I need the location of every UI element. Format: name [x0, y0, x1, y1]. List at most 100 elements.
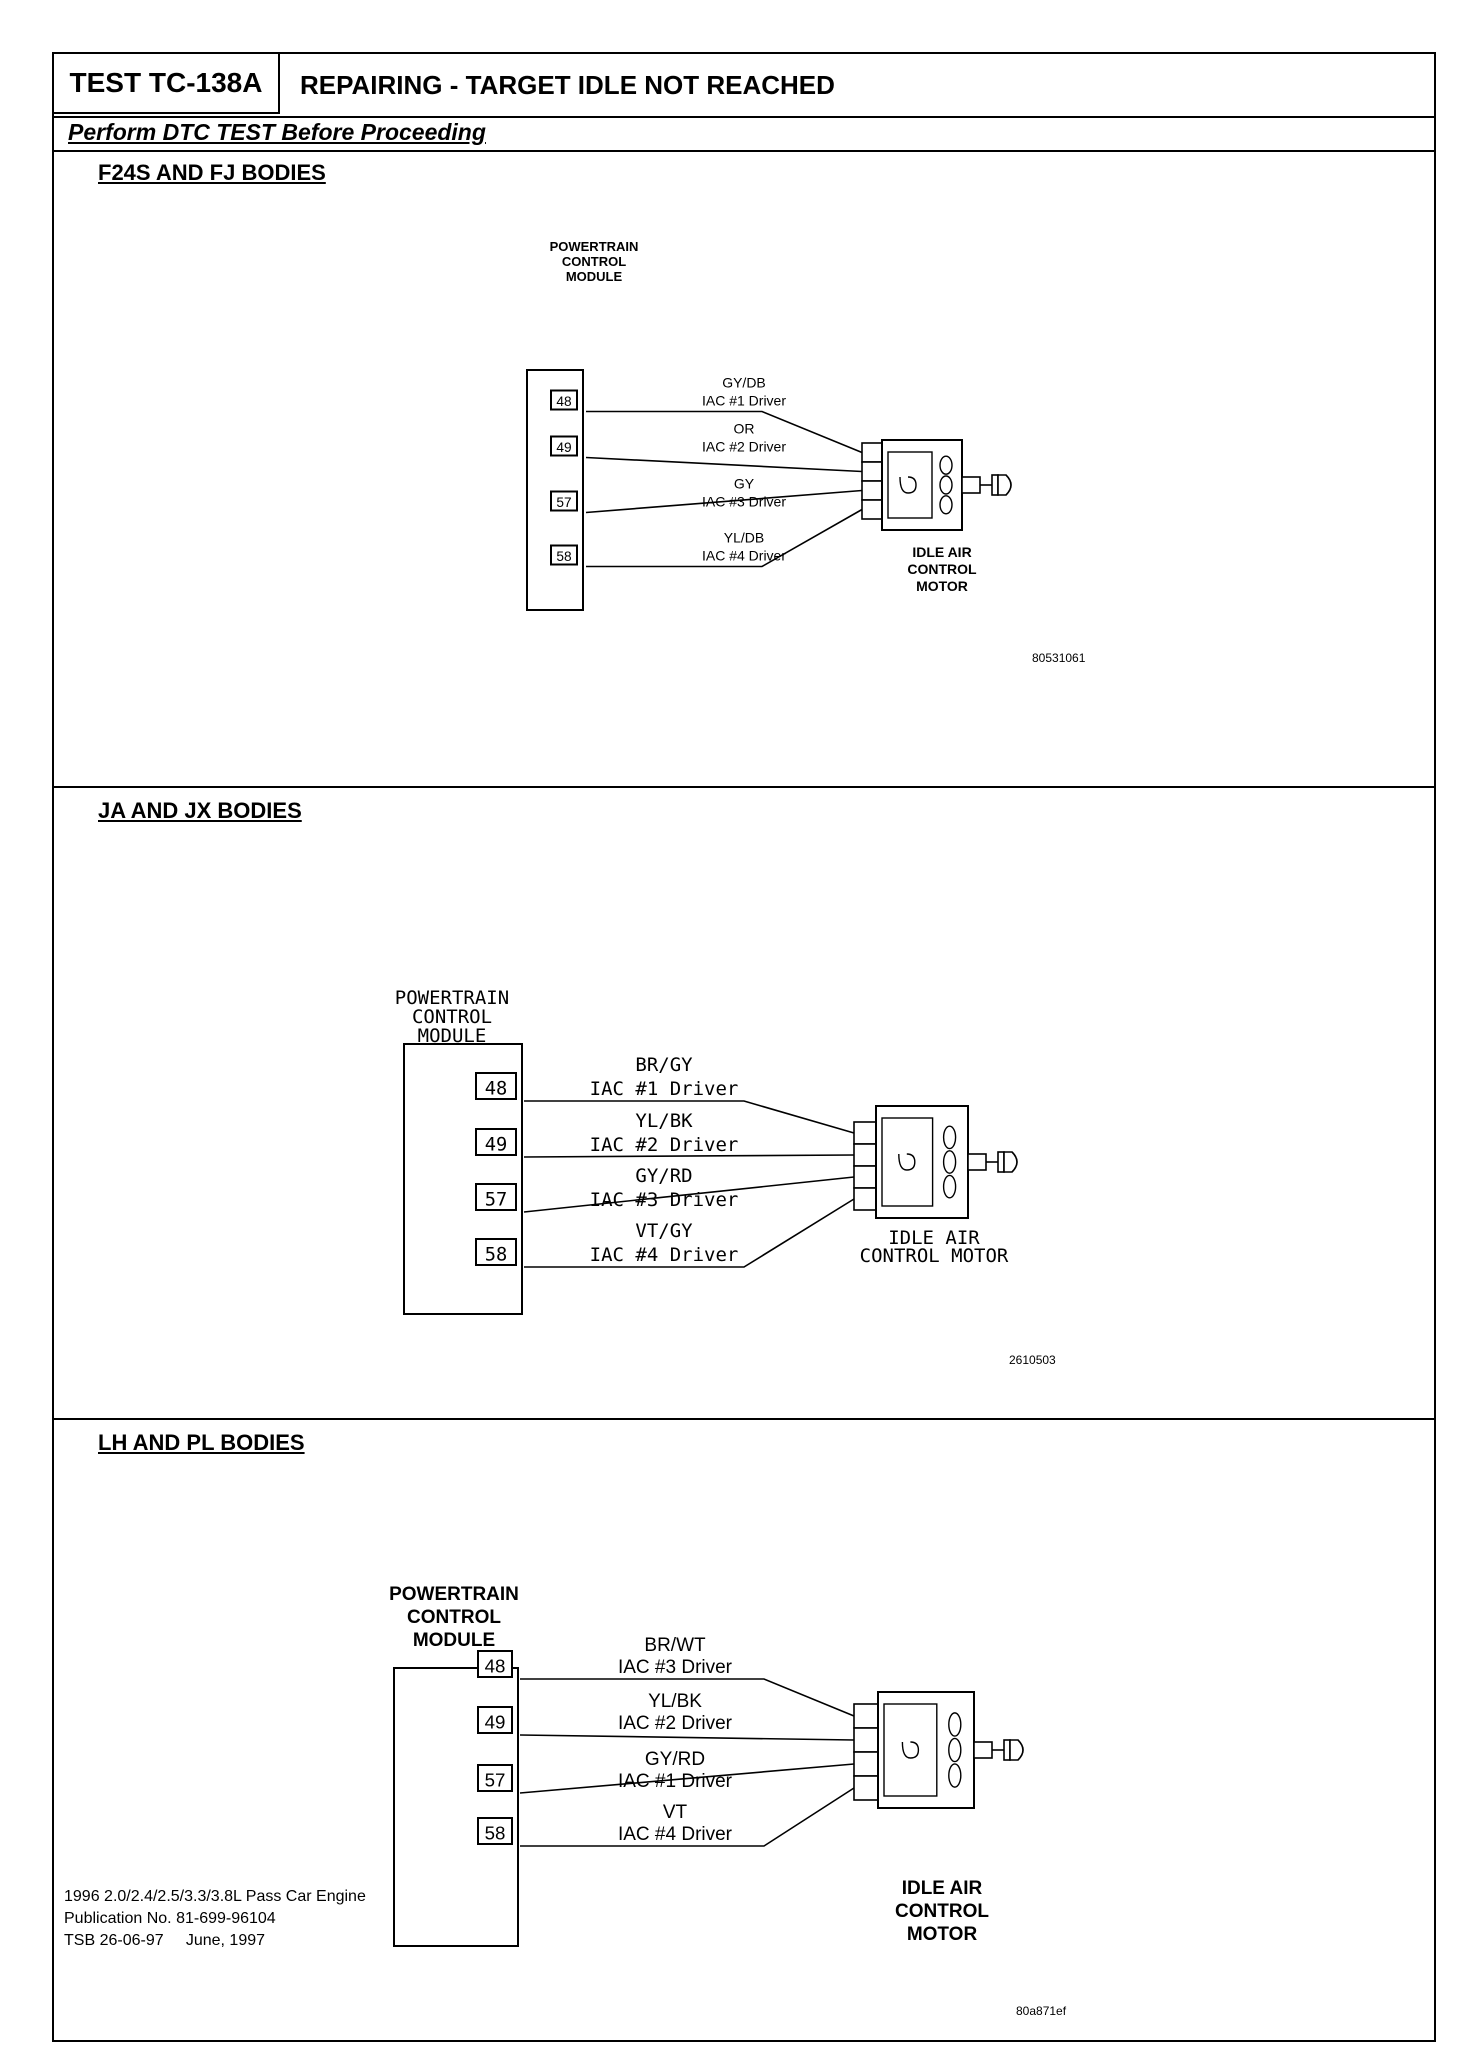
pintle-flange: [991, 474, 999, 496]
connector-cavity: [853, 1703, 879, 1729]
wire: [520, 1787, 855, 1847]
subheader: Perform DTC TEST Before Proceeding: [54, 116, 1434, 152]
motor-inner: [887, 451, 933, 519]
connector-cavity: [861, 499, 883, 520]
wire-color-label: GY/RD: [635, 1165, 692, 1187]
connector-cavity: [853, 1187, 877, 1211]
connector-cavity: [853, 1165, 877, 1189]
spring-icon: [948, 1712, 962, 1737]
pin-box: [477, 1764, 513, 1792]
pin-number: 58: [485, 1244, 508, 1265]
wire-color-label: GY/RD: [645, 1749, 705, 1770]
page-frame: TEST TC-138A REPAIRING - TARGET IDLE NOT…: [52, 52, 1436, 2042]
spring-icon: [939, 455, 953, 475]
coil-icon: [899, 476, 917, 494]
spring-icon: [942, 1125, 957, 1150]
wire: [523, 1176, 855, 1213]
footer-line: 1996 2.0/2.4/2.5/3.3/3.8L Pass Car Engin…: [64, 1888, 366, 1905]
wire-function-label: IAC #1 Driver: [702, 393, 786, 409]
wire-color-label: YL/BK: [635, 1110, 693, 1132]
coil-icon: [901, 1741, 920, 1759]
motor-label: IDLE AIR: [912, 544, 971, 560]
connector-cavity: [853, 1143, 877, 1167]
section-title: JA AND JX BODIES: [98, 798, 302, 823]
wire-function-label: IAC #2 Driver: [590, 1134, 739, 1156]
pcm-label: POWERTRAIN: [389, 1584, 519, 1605]
motor-label: IDLE AIR: [902, 1878, 983, 1899]
wire-function-label: IAC #4 Driver: [590, 1244, 739, 1266]
wire: [523, 1154, 855, 1158]
connector-cavity: [861, 480, 883, 501]
pin-box: [475, 1183, 517, 1211]
coil-icon: [898, 1153, 916, 1171]
motor-label: MOTOR: [907, 1924, 978, 1945]
publication-footer: 1996 2.0/2.4/2.5/3.3/3.8L Pass Car Engin…: [64, 1886, 366, 1952]
pin-number: 48: [485, 1078, 508, 1099]
pcm-label: CONTROL: [562, 254, 626, 269]
pcm-label: MODULE: [566, 269, 623, 284]
pin-box: [477, 1817, 513, 1845]
pin-box: [475, 1072, 517, 1100]
pcm-label: POWERTRAIN: [550, 239, 639, 254]
pcm-box: [403, 1043, 523, 1315]
wire-function-label: IAC #2 Driver: [618, 1713, 733, 1734]
wire: [586, 410, 863, 454]
footer-line: TSB 26-06-97 June, 1997: [64, 1932, 266, 1949]
spring-icon: [942, 1174, 957, 1199]
section-title: F24S AND FJ BODIES: [98, 160, 326, 185]
pin-number: 49: [556, 440, 571, 455]
wire-function-label: IAC #4 Driver: [618, 1824, 733, 1845]
motor-body: [881, 439, 963, 531]
pin-number: 57: [485, 1769, 506, 1790]
motor-inner: [883, 1703, 938, 1797]
pin-number: 57: [485, 1189, 508, 1210]
pin-number: 58: [485, 1822, 506, 1843]
motor-shaft: [961, 476, 981, 494]
motor-shaft: [967, 1153, 987, 1171]
spring-icon: [942, 1150, 957, 1174]
pin-box: [475, 1128, 517, 1156]
spring-icon: [948, 1763, 962, 1788]
wire-function-label: IAC #3 Driver: [618, 1657, 733, 1678]
connector-cavity: [861, 442, 883, 463]
wire-color-label: VT/GY: [635, 1220, 693, 1242]
motor-label: CONTROL MOTOR: [860, 1245, 1009, 1267]
wire-color-label: GY: [734, 476, 755, 492]
pcm-label: CONTROL: [407, 1607, 501, 1628]
pin-box: [475, 1238, 517, 1266]
pintle-flange: [1003, 1739, 1011, 1761]
pin-number: 57: [556, 495, 571, 510]
pcm-label: CONTROL: [412, 1006, 492, 1028]
wire-function-label: IAC #3 Driver: [590, 1189, 739, 1211]
wire-color-label: OR: [734, 421, 755, 437]
wire: [586, 508, 863, 568]
pin-number: 48: [556, 394, 572, 409]
connector-cavity: [853, 1751, 879, 1777]
pin-number: 58: [556, 549, 572, 564]
wire: [520, 1678, 855, 1717]
wire-color-label: BR/GY: [635, 1054, 693, 1076]
wire-color-label: GY/DB: [722, 375, 766, 391]
motor-label: CONTROL: [895, 1901, 989, 1922]
wire: [524, 1100, 855, 1134]
section-title: LH AND PL BODIES: [98, 1430, 305, 1455]
pintle-tip: [1009, 1739, 1024, 1761]
wire-function-label: IAC #4 Driver: [702, 548, 786, 564]
motor-body: [877, 1691, 975, 1809]
footer-line: Publication No. 81-699-96104: [64, 1910, 276, 1927]
pin-number: 49: [485, 1711, 506, 1732]
wire-function-label: IAC #1 Driver: [590, 1078, 739, 1100]
spring-icon: [939, 475, 953, 495]
wire-color-label: YL/BK: [648, 1691, 702, 1712]
pintle-tip: [997, 474, 1012, 496]
pcm-box: [526, 369, 584, 611]
pin-box: [550, 544, 578, 566]
test-label: TEST TC-138A: [54, 54, 280, 114]
figure-id: 80a871ef: [1016, 2004, 1067, 2018]
page-header: TEST TC-138A REPAIRING - TARGET IDLE NOT…: [54, 54, 1434, 118]
